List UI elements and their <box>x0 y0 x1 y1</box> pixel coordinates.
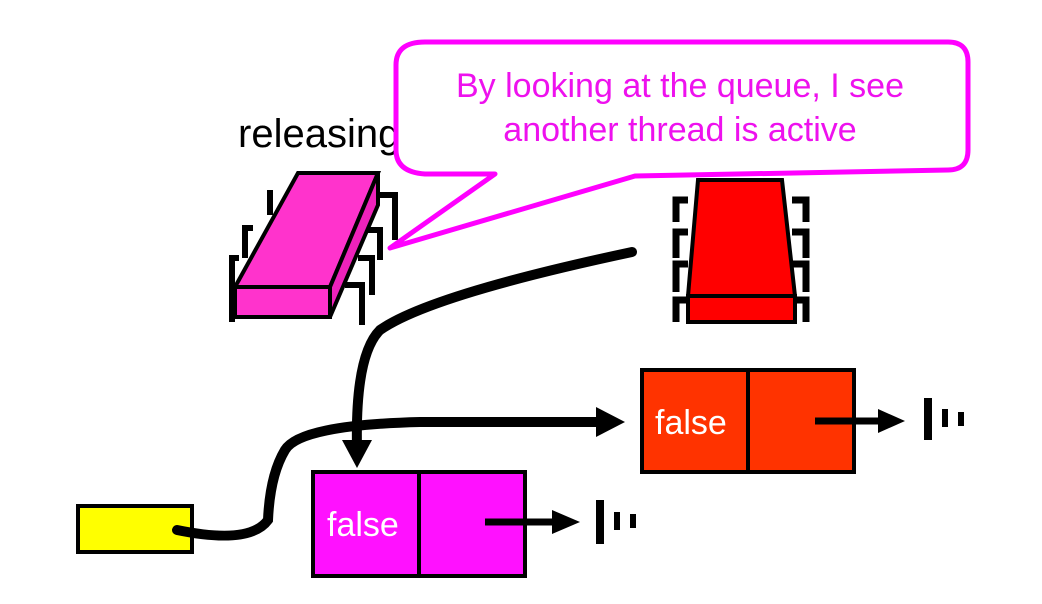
red-thread-pointer-arrowhead <box>342 440 372 468</box>
magenta-queue-node <box>311 470 580 578</box>
releasing-label: releasing <box>238 112 401 156</box>
red-queue-node <box>640 368 905 474</box>
speech-bubble <box>387 39 971 251</box>
ground-icon <box>924 398 964 440</box>
speech-bubble-line-2: another thread is active <box>503 111 857 149</box>
tail-pointer <box>172 417 603 541</box>
speech-bubble-text: By looking at the queue, I see another t… <box>400 64 960 152</box>
magenta-node-value: false <box>327 506 399 544</box>
red-node-value: false <box>655 404 727 442</box>
ground-icon <box>596 500 636 544</box>
red-thread-pointer <box>351 247 637 453</box>
red-chip-icon <box>672 178 810 324</box>
speech-bubble-line-1: By looking at the queue, I see <box>456 67 904 105</box>
magenta-chip-icon <box>229 171 398 325</box>
tail-pointer-arrowhead <box>596 407 625 437</box>
